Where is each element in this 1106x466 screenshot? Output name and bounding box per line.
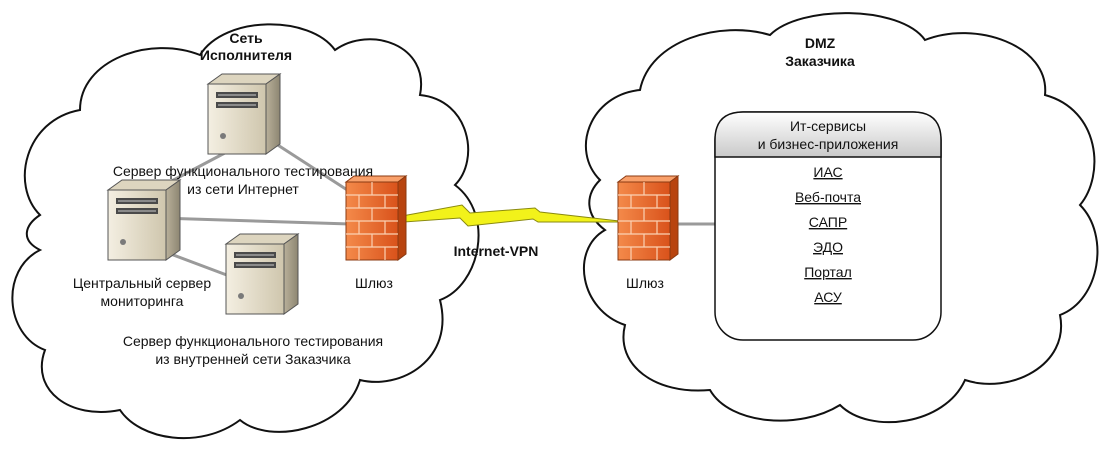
central-server-label-line2: мониторинга [101,293,184,309]
service-item: САПР [809,214,847,230]
service-item: ЭДО [813,239,843,255]
server-internet-icon [207,73,281,155]
server-internal-label-line2: из внутренней сети Заказчика [155,351,350,367]
server-internet-label-line2: из сети Интернет [187,181,299,197]
right-gateway-firewall-icon [617,175,679,261]
services-header-line2: и бизнес-приложения [758,136,899,152]
service-item: ИАС [813,164,842,180]
left-cloud-title-line1: Сеть [229,30,263,46]
left-cloud-title-line2: Исполнителя [200,47,292,63]
vpn-link-bolt [401,204,629,227]
left-gateway-label: Шлюз [355,275,393,291]
services-box: Ит-сервисы и бизнес-приложения ИАС Веб-по… [714,111,942,341]
central-server-icon [107,179,181,261]
right-gateway-label: Шлюз [626,275,664,291]
left-gateway-firewall-icon [345,175,407,261]
server-internal-label-line1: Сервер функционального тестирования [123,333,383,349]
server-internet-label-line1: Сервер функционального тестирования [113,163,373,179]
vpn-link-label: Internet-VPN [454,243,539,259]
service-item: Веб-почта [795,189,861,205]
right-cloud-title-line2: Заказчика [785,53,855,69]
service-item: Портал [804,264,852,280]
services-header-line1: Ит-сервисы [790,118,866,134]
service-item: АСУ [814,289,842,305]
central-server-label-line1: Центральный сервер [73,275,211,291]
right-cloud-title-line1: DMZ [805,35,836,51]
left-cloud [11,23,480,440]
server-internal-icon [225,233,299,315]
